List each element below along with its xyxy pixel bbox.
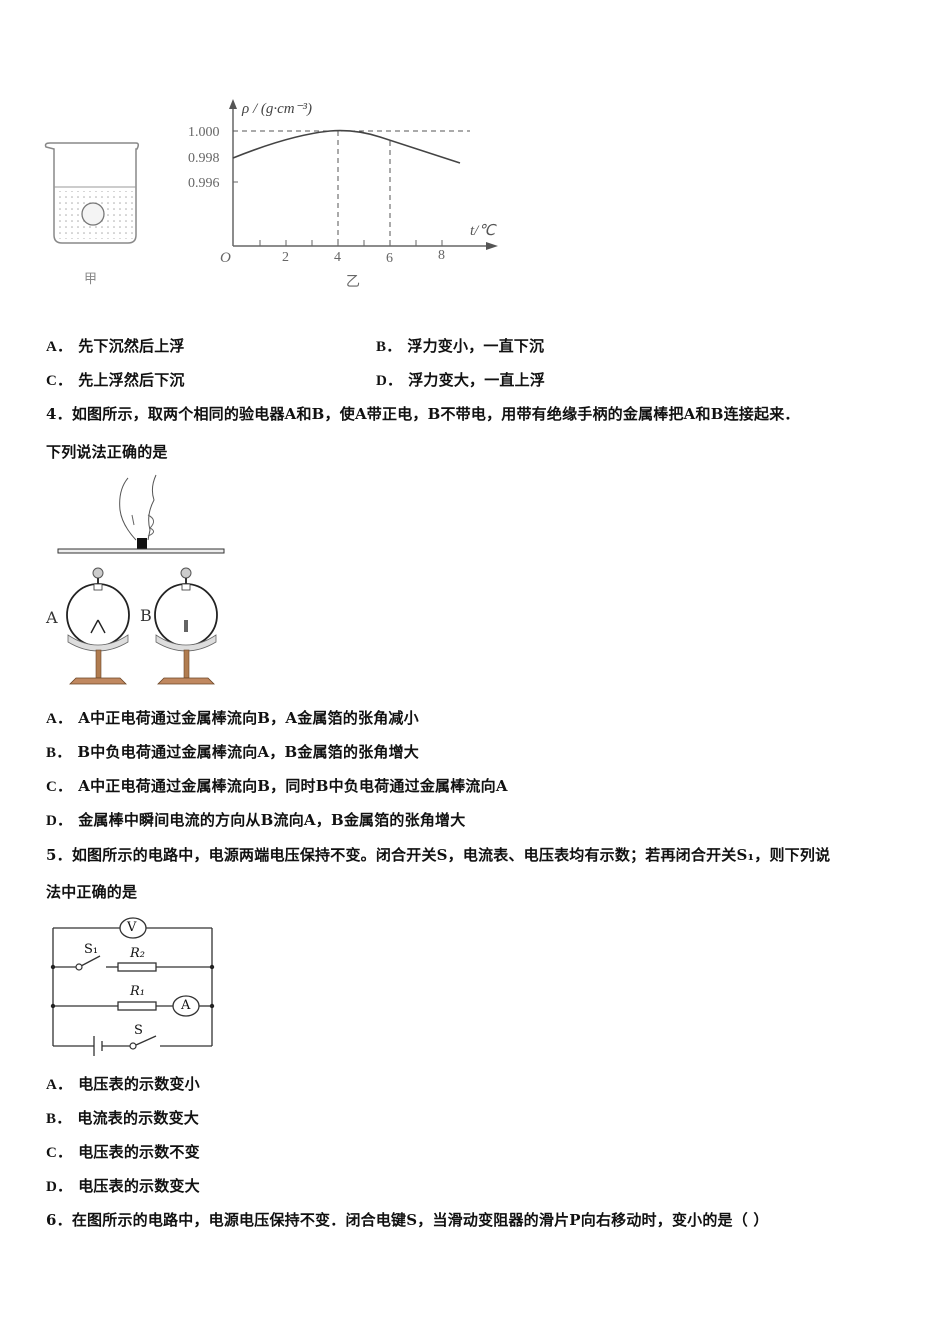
origin-label: O xyxy=(220,250,231,266)
q4-stem-line2: 下列说法正确的是 xyxy=(46,443,168,461)
beaker-icon xyxy=(44,142,140,244)
q5-option-b[interactable]: B．电流表的示数变大 xyxy=(46,1109,200,1127)
label-electroscope-b: B xyxy=(140,606,152,625)
y-axis-label: ρ / (g·cm⁻³) xyxy=(241,101,312,117)
density-chart: ρ / (g·cm⁻³) 1.000 0.998 0.996 t/℃ O 2 4… xyxy=(180,95,510,295)
chart-caption: 乙 xyxy=(346,274,360,290)
q3-option-c[interactable]: C．先上浮然后下沉 xyxy=(46,371,185,389)
resistor-r1-label: R₁ xyxy=(130,984,145,999)
svg-text:2: 2 xyxy=(282,250,289,265)
circuit-figure: V A S₁ R₂ R₁ S xyxy=(40,910,230,1060)
x-axis-label: t/℃ xyxy=(470,223,497,239)
voltmeter-icon xyxy=(119,917,147,939)
switch-s1-label: S₁ xyxy=(84,942,99,957)
circuit-diagram-icon xyxy=(50,917,215,1056)
q5-option-a[interactable]: A．电压表的示数变小 xyxy=(46,1075,200,1093)
q3-option-b[interactable]: B．浮力变小，一直下沉 xyxy=(376,337,545,355)
electroscope-a xyxy=(66,567,130,685)
q4-option-a[interactable]: A．A中正电荷通过金属棒流向B，A金属箔的张角减小 xyxy=(46,709,419,727)
ammeter-icon xyxy=(172,995,200,1017)
electroscope-figure: A B xyxy=(40,470,240,695)
resistor-r2-label: R₂ xyxy=(130,946,145,961)
q3-option-d[interactable]: D．浮力变大，一直上浮 xyxy=(376,371,546,389)
density-temperature-chart: ρ / (g·cm⁻³) 1.000 0.998 0.996 t/℃ O 2 4… xyxy=(188,99,498,266)
electroscope-b xyxy=(154,567,218,685)
q4-option-d[interactable]: D．金属棒中瞬间电流的方向从B流向A，B金属箔的张角增大 xyxy=(46,811,466,829)
y-tick-1000: 1.000 xyxy=(188,125,220,140)
electroscopes-icon xyxy=(57,474,225,685)
y-tick-0996: 0.996 xyxy=(188,176,220,191)
q4-stem-line1: 4．如图所示，取两个相同的验电器A和B，使A带正电，B不带电，用带有绝缘手柄的金… xyxy=(46,405,800,423)
q4-option-b[interactable]: B．B中负电荷通过金属棒流向A，B金属箔的张角增大 xyxy=(46,743,420,761)
q5-stem-line2: 法中正确的是 xyxy=(46,883,138,901)
q6-stem: 6．在图所示的电路中，电源电压保持不变．闭合电键S，当滑动变阻器的滑片P向右移动… xyxy=(46,1211,769,1229)
beaker-caption: 甲 xyxy=(84,272,98,287)
y-tick-0998: 0.998 xyxy=(188,151,220,166)
q5-option-d[interactable]: D．电压表的示数变大 xyxy=(46,1177,200,1195)
q3-option-a[interactable]: A．先下沉然后上浮 xyxy=(46,337,185,355)
q4-option-c[interactable]: C．A中正电荷通过金属棒流向B，同时B中负电荷通过金属棒流向A xyxy=(46,777,508,795)
voltmeter-label: V xyxy=(127,920,137,935)
svg-text:8: 8 xyxy=(438,248,445,263)
svg-text:4: 4 xyxy=(334,250,341,265)
label-electroscope-a: A xyxy=(46,608,58,627)
q5-stem-line1: 5．如图所示的电路中，电源两端电压保持不变。闭合开关S，电流表、电压表均有示数；… xyxy=(46,846,831,864)
q5-option-c[interactable]: C．电压表的示数不变 xyxy=(46,1143,200,1161)
svg-text:6: 6 xyxy=(386,251,393,266)
switch-s-label: S xyxy=(134,1023,143,1038)
ammeter-label: A xyxy=(181,998,191,1013)
beaker-figure: 甲 xyxy=(40,135,150,295)
